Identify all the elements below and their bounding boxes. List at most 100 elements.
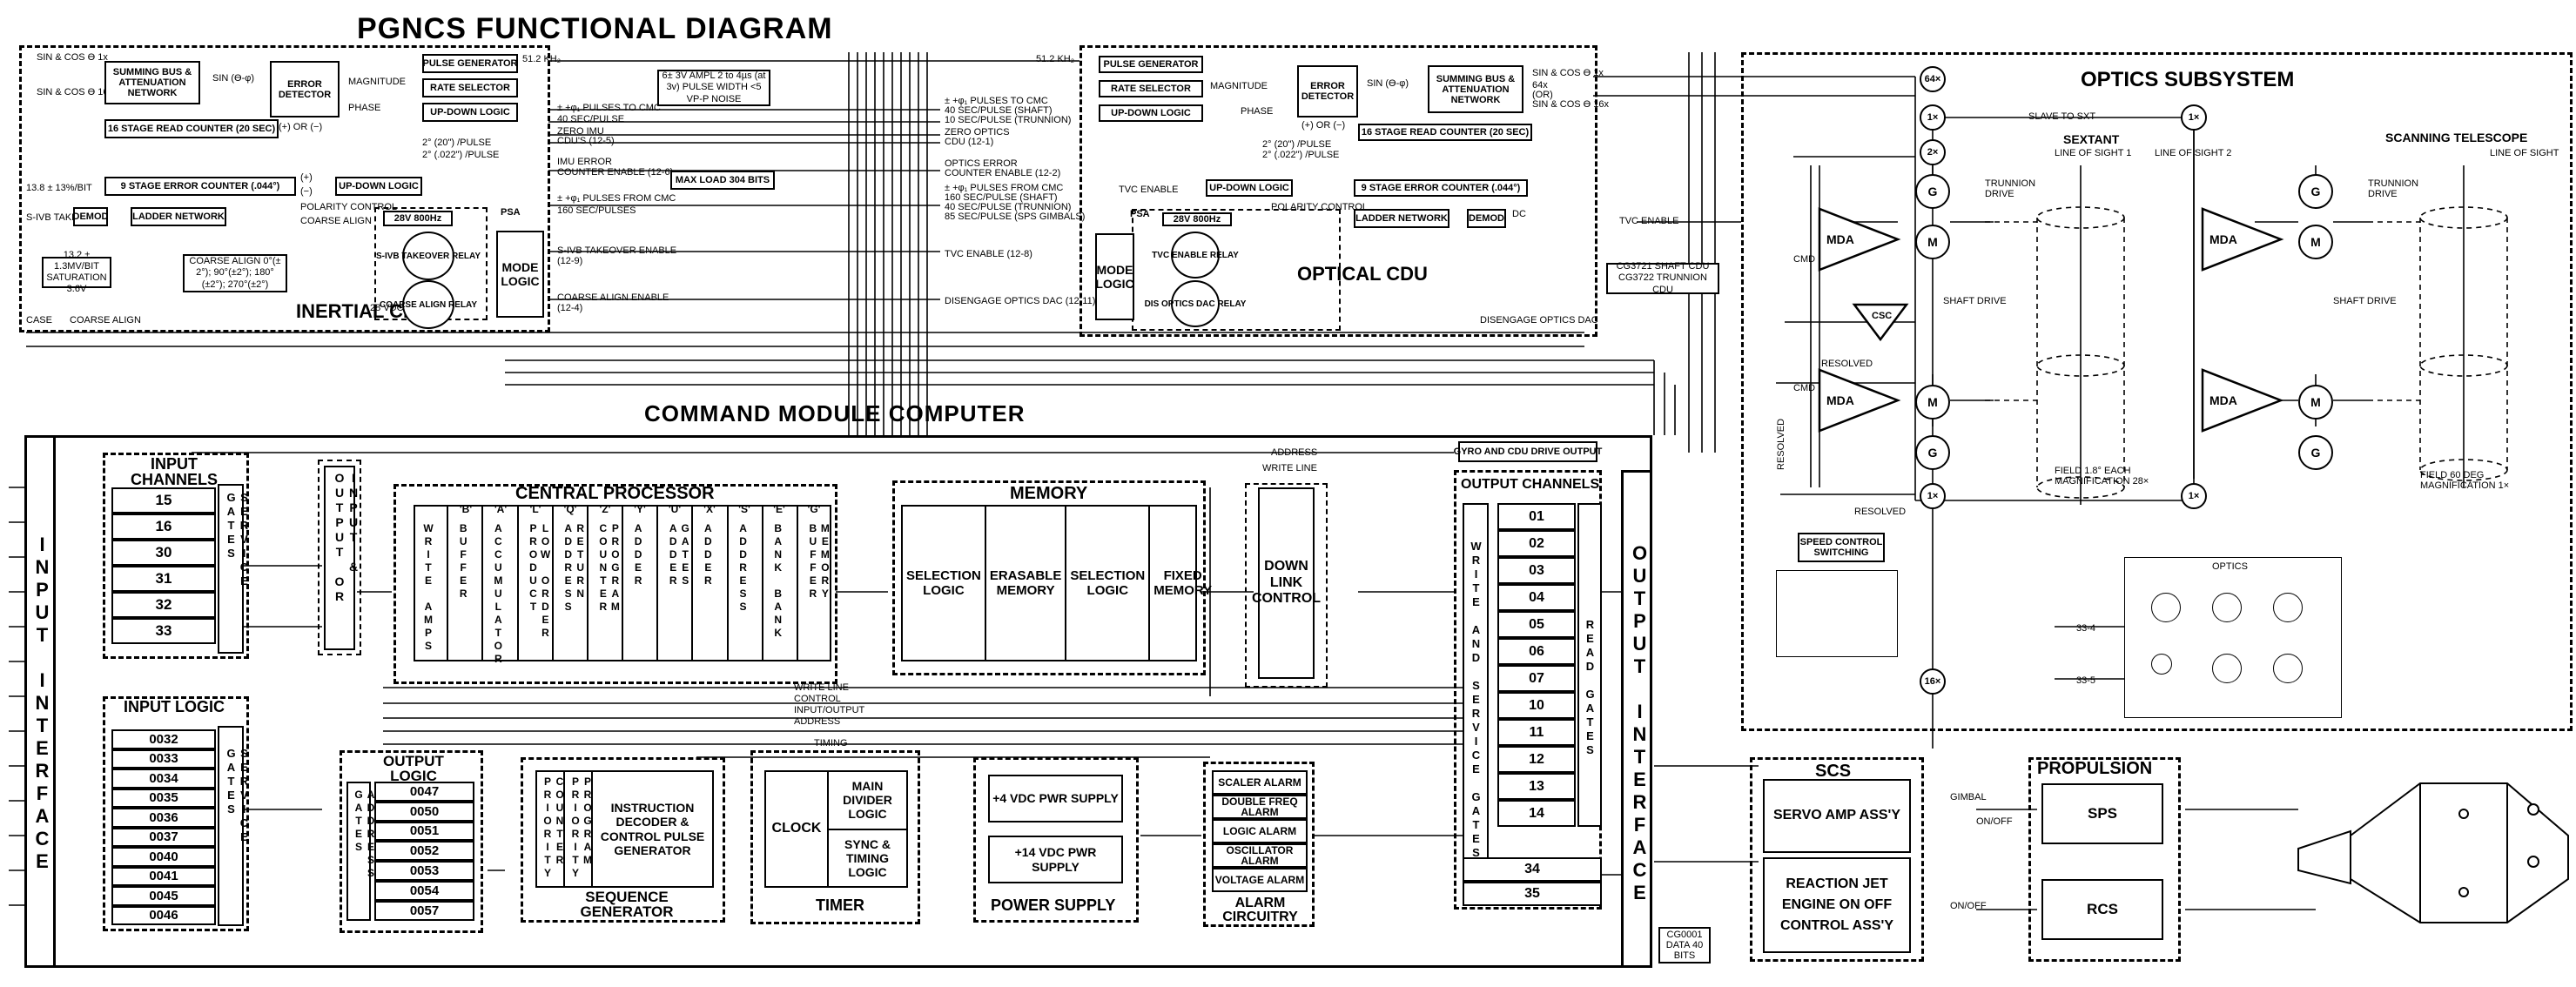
gyro-cdu-drive-output: GYRO AND CDU DRIVE OUTPUT	[1454, 441, 1602, 462]
optics-knob-6[interactable]	[2273, 654, 2303, 683]
optics-mda-3: MDA	[1826, 393, 1854, 407]
cp-reg-label: WRITE AMPS	[422, 522, 434, 653]
optical-rate-selector: RATE SELECTOR	[1099, 80, 1203, 97]
downlink-control: DOWN LINK CONTROL	[1252, 487, 1321, 679]
cp-header: 'A'	[494, 503, 508, 515]
cp-reg: ADDRESS	[729, 505, 763, 661]
optical-disengage: DISENGAGE OPTICS DAC	[1480, 315, 1598, 326]
output-channels-label: OUTPUT CHANNELS	[1461, 477, 1600, 492]
if-o5: CDU (12-1)	[945, 137, 994, 147]
output-logic-item: 0047	[374, 782, 474, 802]
output-channel: 05	[1497, 611, 1576, 638]
sin-cos-1x-label: SIN & COS Ɵ 1x	[37, 52, 108, 63]
optical-cdu-label: OPTICAL CDU	[1297, 263, 1428, 285]
optics-knob-5[interactable]	[2212, 654, 2242, 683]
if-o6: OPTICS ERROR	[945, 158, 1018, 169]
inertial-coarse-align-label-2: COARSE ALIGN	[300, 216, 372, 226]
inertial-up-down-logic: UP-DOWN LOGIC	[422, 103, 518, 122]
alarm-region	[1203, 762, 1315, 927]
bus-address: ADDRESS	[1271, 447, 1318, 458]
if-o8: ± +φ₁ PULSES FROM CMC	[945, 183, 1064, 193]
optical-2-20: 2° (20") /PULSE	[1262, 139, 1332, 150]
optics-trunnion-drive: TRUNNION DRIVE	[1985, 178, 2036, 199]
optical-dc-label: DC	[1512, 209, 1526, 219]
input-channel: 16	[111, 514, 216, 540]
clock: CLOCK	[766, 772, 829, 886]
optical-phase-label: PHASE	[1241, 106, 1274, 117]
main-divider: MAIN DIVIDER LOGIC	[829, 772, 906, 830]
optics-knob-3[interactable]	[2273, 593, 2303, 622]
cp-reg: ACCUMULATOR	[483, 505, 519, 666]
bus-control: CONTROL	[794, 694, 841, 704]
input-logic-item: 0035	[111, 788, 216, 808]
output-interface-label: OUTPUT INTERFACE	[1629, 542, 1651, 904]
diagram-title: PGNCS FUNCTIONAL DIAGRAM	[357, 12, 833, 45]
cp-reg-label: RETURN ADDRESS	[562, 522, 587, 614]
output-channel: 01	[1497, 503, 1576, 530]
cp-reg-label: BANK BANK	[771, 522, 784, 640]
alarm-item: VOLTAGE ALARM	[1212, 868, 1308, 892]
optics-g-4: G	[2298, 435, 2333, 470]
optical-dis-optics-relay: DIS OPTICS DAC RELAY	[1145, 280, 1246, 327]
central-processor-region	[393, 484, 837, 684]
optics-16x-circle: 16×	[1920, 668, 1946, 695]
optics-label: OPTICS SUBSYSTEM	[2081, 68, 2295, 91]
if-o13: DISENGAGE OPTICS DAC (12-11)	[945, 296, 1096, 306]
if-o11: 85 SEC/PULSE (SPS GIMBALS)	[945, 212, 1086, 222]
inertial-up-down-logic-2: UP-DOWN LOGIC	[335, 177, 422, 196]
optics-shaft-drive-2: SHAFT DRIVE	[2333, 296, 2397, 306]
cp-reg: RETURN ADDRESS	[554, 505, 589, 661]
cp-header: 'Q'	[563, 503, 577, 515]
if-amp-box: 6± 3V AMPL 2 to 4µs (at 3v) PULSE WIDTH …	[657, 70, 770, 106]
inertial-summing-bus: SUMMING BUS & ATTENUATION NETWORK	[104, 61, 200, 104]
output-channel-34: 34	[1463, 857, 1602, 882]
inertial-13-2-box: 13.2 ± 1.3MV/BIT SATURATION 3.6V	[42, 250, 111, 294]
io-or-region	[318, 460, 361, 655]
optics-knob-1[interactable]	[2151, 593, 2181, 622]
timer-label: TIMER	[816, 896, 864, 914]
if-s13: (12-4)	[557, 303, 583, 313]
if-o9: 160 SEC/PULSE (SHAFT)	[945, 192, 1058, 203]
central-processor-label: CENTRAL PROCESSOR	[515, 484, 715, 503]
optics-sextant-label: SEXTANT	[2063, 132, 2120, 146]
input-logic-region	[103, 696, 249, 931]
cp-reg: MEMORY BUFFER	[798, 505, 831, 661]
optics-knob-4[interactable]	[2151, 654, 2172, 675]
optical-shaft-cdu: CG3721 SHAFT CDU CG3722 TRUNNION CDU	[1606, 261, 1719, 295]
inertial-plus-label: (+)	[300, 172, 313, 183]
optics-mda-2: MDA	[2209, 232, 2237, 246]
inertial-error-counter: 9 STAGE ERROR COUNTER (.044°)	[104, 177, 296, 196]
optics-cmd-2: CMD	[1793, 383, 1816, 393]
optics-shaft-drive: SHAFT DRIVE	[1943, 296, 2007, 306]
timer-logic: MAIN DIVIDER LOGIC SYNC & TIMING LOGIC	[829, 772, 906, 886]
io-or-label: INPUT & OUTPUT OR	[333, 471, 360, 604]
mem-col: FIXED MEMORY	[1153, 567, 1213, 598]
optical-pulse-generator: PULSE GENERATOR	[1099, 56, 1203, 73]
if-s3: CDU'S (12-5)	[557, 136, 615, 146]
output-channel: 03	[1497, 557, 1576, 584]
optics-m-4: M	[2298, 385, 2333, 420]
output-channel: 10	[1497, 692, 1576, 719]
optics-knob-2[interactable]	[2212, 593, 2242, 622]
inertial-pulse-generator: PULSE GENERATOR	[422, 54, 518, 73]
cp-header: 'U'	[668, 503, 682, 515]
input-logic-item: 0036	[111, 808, 216, 828]
cp-reg-label: ADDRESS	[736, 522, 750, 614]
optical-up-down-logic-2: UP-DOWN LOGIC	[1206, 179, 1293, 197]
cp-headers: 'B' 'A' 'L' 'Q' 'Z' 'Y' 'U' 'X' 'S' 'E' …	[448, 503, 831, 515]
input-channel: 15	[111, 487, 216, 514]
servo-amp: SERVO AMP ASS'Y	[1763, 779, 1911, 853]
if-o10: 40 SEC/PULSE (TRUNNION)	[945, 202, 1072, 212]
alarm-item: SCALER ALARM	[1212, 770, 1308, 795]
input-channel: 31	[111, 566, 216, 592]
optical-64x-label: 64x	[1532, 80, 1548, 91]
optics-field-1: FIELD 1.8° EACH MAGNIFICATION 28×	[2055, 466, 2149, 487]
if-maxload-box: MAX LOAD 304 BITS	[670, 171, 775, 190]
scs-label: SCS	[1815, 762, 1852, 781]
input-logic-item: 0034	[111, 769, 216, 789]
input-logic-item: 0032	[111, 729, 216, 749]
optics-hand-controller	[1776, 570, 1898, 657]
